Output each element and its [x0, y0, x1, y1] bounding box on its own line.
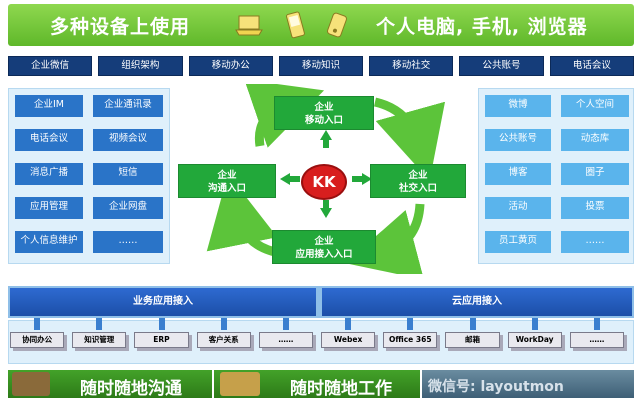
apps-left-item-4: …… [258, 332, 313, 348]
header-right-text: 个人电脑, 手机, 浏览器 [376, 16, 588, 38]
kk-connector-arrows [320, 130, 332, 218]
right-col1-item-0: 微博 [485, 95, 551, 117]
top-feature-row: 企业微信组织架构移动办公移动知识移动社交公共账号电话会议 [8, 56, 634, 78]
app-connector-arrow [34, 318, 41, 330]
top-feature-2: 移动办公 [188, 56, 273, 76]
left-col2-item-3: 企业网盘 [93, 197, 163, 219]
left-col1-item-2: 消息广播 [15, 163, 83, 185]
apps-left-item-2: ERP [134, 332, 189, 348]
app-connector-arrow [593, 318, 600, 330]
right-col1-item-4: 员工黄页 [485, 231, 551, 253]
left-col1-item-4: 个人信息维护 [15, 231, 83, 253]
app-connector-arrow [531, 318, 538, 330]
app-connector-arrow [158, 318, 165, 330]
top-feature-6: 电话会议 [549, 56, 634, 76]
app-connector-arrow [96, 318, 103, 330]
social-entry-line1: 企业 [408, 170, 428, 181]
apps-right-item-0: Webex [321, 332, 376, 348]
apps-right-item-4: …… [569, 332, 624, 348]
apps-left-item-0: 协同办公 [10, 332, 65, 348]
laptop-icon [235, 15, 263, 36]
kk-side-arrows [280, 173, 372, 185]
left-col2-item-2: 短信 [93, 163, 163, 185]
left-col1-item-3: 应用管理 [15, 197, 83, 219]
right-col1-item-1: 公共账号 [485, 129, 551, 151]
app-connector-arrow [282, 318, 289, 330]
bottom-left-text: 随时随地沟通 [80, 379, 182, 399]
left-col1-item-0: 企业IM [15, 95, 83, 117]
top-feature-3: 移动知识 [278, 56, 364, 76]
cloud-app-bar: 云应用接入 [322, 288, 632, 316]
bottom-band-middle: 随时随地工作 [214, 370, 420, 399]
apps-right-item-3: WorkDay [507, 332, 562, 348]
phone-icon [286, 11, 305, 39]
app-connector-arrow [407, 318, 414, 330]
bottom-band-left: 随时随地沟通 [8, 370, 212, 399]
left-col1-item-1: 电话会议 [15, 129, 83, 151]
header-left-text: 多种设备上使用 [50, 16, 191, 38]
meeting-photo-icon [220, 372, 260, 396]
left-feature-panel: 企业IM 电话会议消息广播应用管理个人信息维护 企业通讯录视频会议短信企业网盘 …… [8, 88, 170, 264]
apps-right-item-1: Office 365 [383, 332, 438, 348]
right-col2-item-2: 圈子 [561, 163, 629, 185]
app-entry-box: 企业 应用接入入口 [272, 230, 376, 264]
top-feature-1: 组织架构 [98, 56, 183, 76]
comm-entry-line2: 沟通入口 [207, 183, 246, 194]
comm-entry-line1: 企业 [217, 170, 237, 181]
watermark-text: 微信号: layoutmon [428, 379, 564, 395]
kk-logo: KK [301, 164, 347, 200]
apps-right-item-2: 邮箱 [445, 332, 500, 348]
social-entry-box: 企业 社交入口 [370, 164, 466, 198]
right-col2-item-4: …… [561, 231, 629, 253]
mobile-entry-line2: 移动入口 [304, 115, 343, 126]
left-col2-item-1: 视频会议 [93, 129, 163, 151]
header-banner: 多种设备上使用 个人电脑, 手机, 浏览器 [8, 4, 634, 46]
left-col2-item-0: 企业通讯录 [93, 95, 163, 117]
left-col2-item-4: …… [93, 231, 163, 253]
top-feature-5: 公共账号 [459, 56, 544, 76]
right-col1-item-3: 活动 [485, 197, 551, 219]
social-entry-line2: 社交入口 [398, 183, 437, 194]
app-connector-arrow [345, 318, 352, 330]
business-app-bar: 业务应用接入 [10, 288, 316, 316]
app-entry-line1: 企业 [314, 236, 334, 247]
apps-left-item-3: 客户关系 [196, 332, 251, 348]
comm-entry-box: 企业 沟通入口 [178, 164, 276, 198]
right-col1-item-2: 博客 [485, 163, 551, 185]
app-connector-arrow [469, 318, 476, 330]
cycle-arrows [206, 84, 446, 274]
pda-icon [327, 12, 347, 38]
bottom-middle-text: 随时随地工作 [290, 379, 392, 399]
bottom-band-right: 微信号: layoutmon [422, 370, 634, 398]
top-feature-0: 企业微信 [8, 56, 93, 76]
right-feature-panel: 微博公共账号博客活动员工黄页 个人空间动态库圈子投票 …… [478, 88, 634, 264]
mobile-entry-box: 企业 移动入口 [274, 96, 374, 130]
mobile-entry-line1: 企业 [314, 102, 334, 113]
top-feature-4: 移动社交 [369, 56, 454, 76]
apps-left-item-1: 知识管理 [72, 332, 127, 348]
app-entry-line2: 应用接入入口 [295, 249, 353, 260]
right-col2-item-1: 动态库 [561, 129, 629, 151]
right-col2-item-3: 投票 [561, 197, 629, 219]
people-photo-icon [12, 372, 50, 396]
app-connector-arrow [220, 318, 227, 330]
right-col2-item-0: 个人空间 [561, 95, 629, 117]
